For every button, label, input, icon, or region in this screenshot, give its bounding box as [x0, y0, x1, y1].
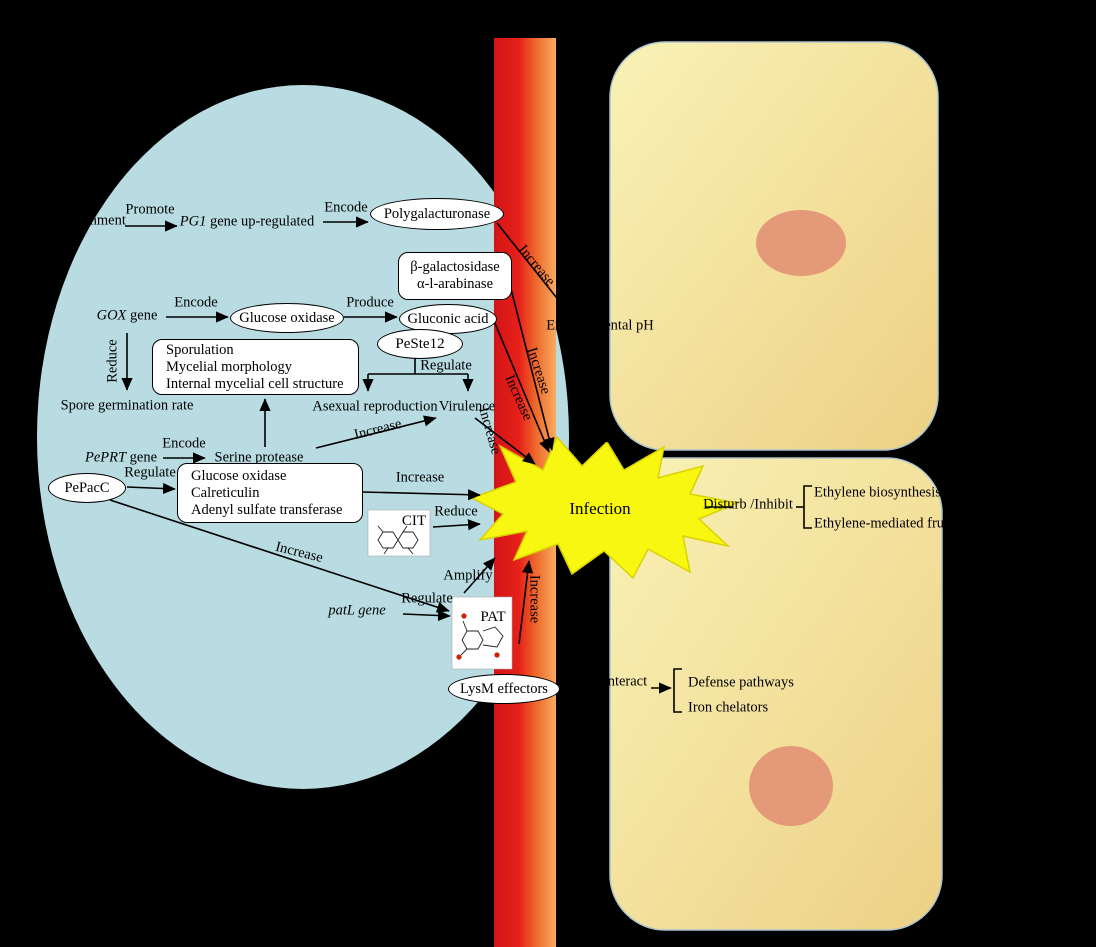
interact-label: Interact [602, 673, 648, 690]
peprt-gene-label: PePRT gene [85, 450, 157, 465]
sporulation-line: Sporulation [166, 341, 234, 358]
polygalacturonase-oval: Polygalacturonase [370, 198, 504, 230]
calreticulin-line: Calreticulin [191, 484, 260, 501]
nucleus-bottom [749, 746, 833, 826]
environment-label: Environment [50, 212, 126, 229]
arrow-regulate-pepacc [126, 482, 176, 495]
encode-label-1: Encode [324, 199, 368, 216]
defense-pathways-label: Defense pathways [688, 674, 794, 691]
ethylene-biosynthesis-label: Ethylene biosynthesis [814, 484, 941, 501]
asexual-reproduction-label: Asexual reproduction [312, 398, 438, 415]
arrow-increase-effectorbox [361, 489, 481, 501]
pg1-gene-rest: gene up-regulated [206, 213, 315, 230]
regulate-label-3: Regulate [401, 590, 453, 607]
promote-label: Promote [125, 201, 175, 218]
encode-label-3: Encode [162, 435, 206, 452]
gluconic-acid-text: Gluconic acid [407, 310, 489, 327]
bracket-lysm [673, 668, 682, 713]
environmental-ph-label: Environmental pH [546, 317, 654, 334]
arrow-regulate-patl [402, 609, 451, 622]
pg1-gene-name: PG1 [179, 213, 207, 230]
arrow-increase-serine-virulence [315, 415, 437, 449]
increase-label-effectorbox: Increase [395, 469, 445, 486]
gox-gene-rest: gene [126, 307, 158, 324]
mycelial-morphology-line: Mycelial morphology [166, 358, 293, 375]
virulence-label: Virulence [438, 398, 496, 415]
lysm-effectors-text: LysM effectors [460, 680, 548, 697]
pepacc-text: PePacC [64, 479, 110, 496]
sporulation-box: Sporulation Mycelial morphology Internal… [152, 339, 359, 395]
host-cell-bottom [609, 457, 943, 931]
pg1-gene-label: PG1 gene up-regulated [180, 214, 315, 229]
infection-label: Infection [569, 499, 631, 519]
arrow-increase-bgal [508, 280, 555, 451]
polygalacturonase-text: Polygalacturonase [383, 205, 491, 222]
peprt-gene-rest: gene [126, 449, 158, 466]
regulate-label-1: Regulate [420, 357, 472, 374]
cit-label: CIT [401, 513, 427, 530]
arrow-increase-virulence-infection [474, 417, 536, 465]
arrow-envph-infection [600, 336, 612, 443]
spore-germination-label: Spore germination rate [60, 397, 194, 414]
effector-box: Glucose oxidase Calreticulin Adenyl sulf… [177, 463, 363, 523]
increase-label-pat: Increase [526, 574, 543, 624]
arrow-increase-gluconic [493, 320, 550, 453]
effector-glucose-oxidase-line: Glucose oxidase [191, 467, 287, 484]
bgal-line: β-galactosidase [410, 259, 500, 275]
infection-starburst [470, 435, 740, 580]
disturb-inhibit-label: Disturb /Inhibit [703, 496, 793, 513]
arrow-increase-pepacc-pat [109, 499, 450, 613]
arrow-increase-polygalacturonase [496, 222, 569, 313]
arrow-reduce-cit [432, 519, 481, 531]
arrow-increase-pat [518, 560, 534, 645]
reduce-label-1: Reduce [104, 339, 121, 383]
encode-label-2: Encode [174, 294, 218, 311]
patl-gene-label: patL gene [328, 602, 386, 619]
mycelial-structure-line: Internal mycelial cell structure [166, 375, 344, 392]
bgal-arabinase-box: β-galactosidase α-l-arabinase [398, 252, 512, 300]
glucose-oxidase-oval: Glucose oxidase [230, 303, 344, 333]
lysm-effectors-oval: LysM effectors [448, 674, 560, 704]
ethylene-ripening-label: Ethylene-mediated fruit ripening [814, 515, 1005, 532]
produce-label: Produce [346, 294, 394, 311]
arrows [109, 216, 812, 713]
regulate-label-2: Regulate [124, 464, 176, 481]
glucose-oxidase-text: Glucose oxidase [239, 309, 335, 326]
pepacc-oval: PePacC [48, 473, 126, 503]
adenyl-transferase-line: Adenyl sulfate transferase [191, 501, 343, 518]
reduce-label-2: Reduce [434, 503, 478, 520]
cit-structure-image [367, 509, 431, 557]
arrow-amplify [463, 557, 496, 594]
gox-gene-label: GOX gene [97, 308, 158, 323]
peste12-text: PeSte12 [395, 335, 445, 352]
arabinase-line: α-l-arabinase [416, 276, 494, 292]
peste12-oval: PeSte12 [377, 329, 463, 359]
peprt-gene-name: PePRT [84, 449, 127, 466]
pat-structure-image [451, 596, 513, 670]
serine-protease-label: Serine protease [214, 449, 304, 466]
nucleus-top [756, 210, 846, 276]
gox-gene-name: GOX [96, 307, 127, 324]
amplify-label: Amplify [443, 567, 493, 584]
pat-label: PAT [480, 609, 506, 626]
iron-chelators-label: Iron chelators [688, 699, 769, 716]
